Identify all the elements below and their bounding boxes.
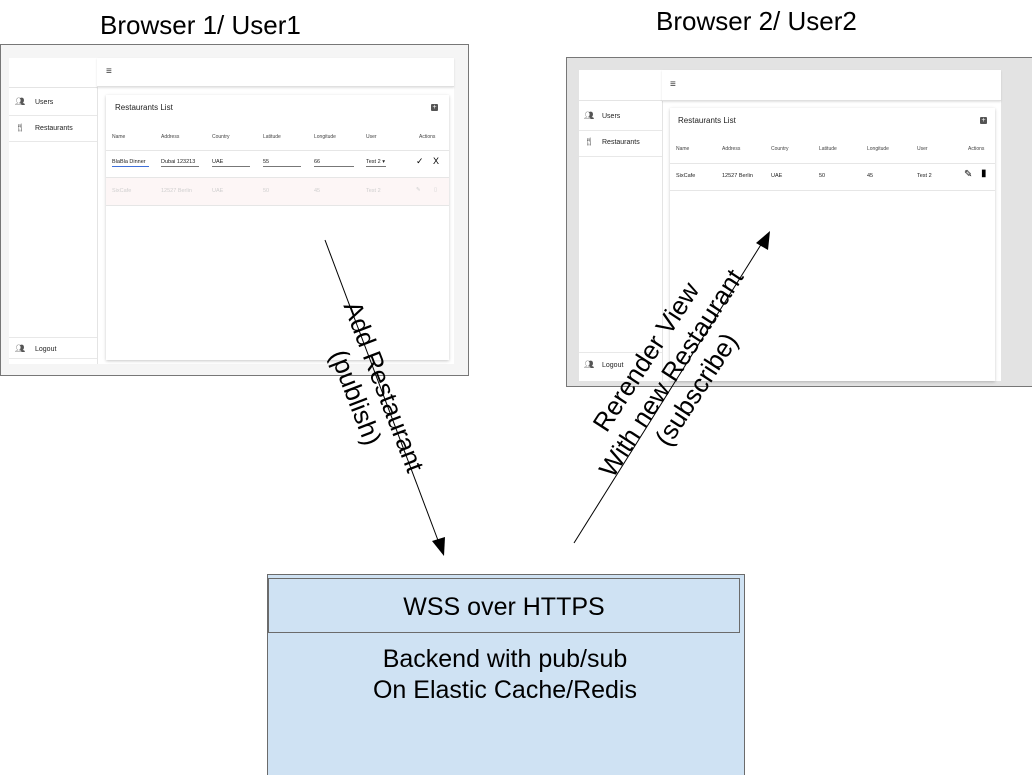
sidebar-item-users[interactable]: 👥︎ Users xyxy=(9,95,97,116)
header-divider xyxy=(106,150,449,151)
faded-table-row: SixCafe 12527 Berlin UAE 50 45 Test 2 ✎ … xyxy=(106,178,449,205)
row-divider xyxy=(106,177,449,178)
cell-address: 12527 Berlin xyxy=(722,173,753,179)
col-header-actions: Actions xyxy=(968,146,985,152)
col-header-actions: Actions xyxy=(419,134,436,140)
subscribe-arrow-line xyxy=(573,242,763,544)
card-title: Restaurants List xyxy=(115,103,173,112)
confirm-check-icon[interactable]: ✓ xyxy=(416,156,424,166)
subscribe-arrowhead xyxy=(756,231,770,250)
logout-icon: 👥︎ xyxy=(15,344,26,353)
cell-latitude: 50 xyxy=(263,188,270,194)
wss-label: WSS over HTTPS xyxy=(403,593,605,621)
hamburger-icon[interactable]: ≡ xyxy=(670,79,676,90)
restaurant-icon: 🍴︎ xyxy=(584,137,595,146)
publish-arrow xyxy=(324,239,445,556)
col-header-longitude: Longitude xyxy=(867,146,889,152)
backend-label-line2: On Elastic Cache/Redis xyxy=(372,676,637,704)
hamburger-icon[interactable]: ≡ xyxy=(106,66,112,77)
cell-name: SixCafe xyxy=(112,188,132,194)
edit-icon[interactable]: ✎ xyxy=(964,169,973,180)
browser2-title: Browser 2/ User2 xyxy=(656,6,857,36)
browser1-sidebar: 👥︎ Users 🍴︎ Restaurants 👥︎ Logout xyxy=(9,58,98,364)
sidebar-item-users-label: Users xyxy=(35,99,54,106)
dropdown-arrow-icon: ▾ xyxy=(382,159,385,165)
cell-longitude: 45 xyxy=(867,173,874,179)
cell-country: UAE xyxy=(212,188,224,194)
row-divider xyxy=(106,205,449,206)
sidebar-header xyxy=(9,58,97,88)
users-icon: 👥︎ xyxy=(15,97,26,106)
users-icon: 👥︎ xyxy=(584,111,595,120)
sidebar-item-users-label: Users xyxy=(602,113,621,120)
restaurant-icon: 🍴︎ xyxy=(15,123,26,132)
cell-latitude: 50 xyxy=(819,173,826,179)
sidebar-item-logout-label: Logout xyxy=(602,362,624,369)
country-input[interactable]: UAE xyxy=(212,159,250,167)
card-title: Restaurants List xyxy=(678,116,736,125)
cell-user: Test 2 xyxy=(366,188,381,194)
col-header-country: Country xyxy=(771,146,789,152)
col-header-user: User xyxy=(917,146,928,152)
logout-icon: 👥︎ xyxy=(584,360,595,369)
browser2-screenshot: 👥︎ Users 🍴︎ Restaurants 👥︎ Logout ≡ Rest… xyxy=(566,57,1032,387)
col-header-name: Name xyxy=(112,134,126,140)
browser1-topbar: ≡ xyxy=(97,58,454,87)
col-header-address: Address xyxy=(722,146,741,152)
sidebar-item-users[interactable]: 👥︎ Users xyxy=(579,108,662,131)
sidebar-item-restaurants-label: Restaurants xyxy=(602,139,640,146)
sidebar-item-restaurants[interactable]: 🍴︎ Restaurants xyxy=(9,121,97,142)
browser2-restaurants-card: Restaurants List + Name Address Country … xyxy=(670,108,995,381)
sidebar-item-restaurants[interactable]: 🍴︎ Restaurants xyxy=(579,134,662,157)
add-restaurant-button[interactable]: + xyxy=(980,117,987,124)
cancel-x-icon[interactable]: X xyxy=(433,156,440,166)
browser2-app: 👥︎ Users 🍴︎ Restaurants 👥︎ Logout ≡ Rest… xyxy=(579,70,1001,381)
browser2-sidebar: 👥︎ Users 🍴︎ Restaurants 👥︎ Logout xyxy=(579,70,663,381)
col-header-latitude: Latitude xyxy=(263,134,281,140)
backend-label-line1: Backend with pub/sub xyxy=(382,645,628,673)
col-header-longitude: Longitude xyxy=(314,134,336,140)
header-divider xyxy=(670,163,995,164)
publish-arrow-line xyxy=(324,239,440,544)
sidebar-item-logout[interactable]: 👥︎ Logout xyxy=(9,337,97,359)
name-input[interactable]: BlaBla Dinner xyxy=(112,159,149,167)
col-header-address: Address xyxy=(161,134,180,140)
cell-country: UAE xyxy=(771,173,783,179)
publish-arrowhead xyxy=(432,537,445,556)
browser1-title: Browser 1/ User1 xyxy=(100,10,301,40)
browser2-topbar: ≡ xyxy=(662,70,1001,101)
cell-address: 12527 Berlin xyxy=(161,188,192,194)
sidebar-item-logout[interactable]: 👥︎ Logout xyxy=(579,352,662,377)
col-header-latitude: Latitude xyxy=(819,146,837,152)
browser1-screenshot: 👥︎ Users 🍴︎ Restaurants 👥︎ Logout ≡ Rest… xyxy=(0,44,469,376)
cell-name: SixCafe xyxy=(676,173,696,179)
sidebar-item-logout-label: Logout xyxy=(35,346,57,353)
sidebar-item-restaurants-label: Restaurants xyxy=(35,125,73,132)
user-select-value: Test 2 xyxy=(366,159,381,165)
subscribe-arrow xyxy=(573,231,770,544)
longitude-input[interactable]: 66 xyxy=(314,159,354,167)
table-row: SixCafe 12527 Berlin UAE 50 45 Test 2 ✎ … xyxy=(670,164,995,190)
edit-icon: ✎ xyxy=(416,187,421,193)
browser1-app: 👥︎ Users 🍴︎ Restaurants 👥︎ Logout ≡ Rest… xyxy=(9,58,454,364)
col-header-country: Country xyxy=(212,134,230,140)
col-header-name: Name xyxy=(676,146,690,152)
browser1-restaurants-card: Restaurants List + Name Address Country … xyxy=(106,95,449,360)
sidebar-header xyxy=(579,70,662,101)
latitude-input[interactable]: 55 xyxy=(263,159,301,167)
delete-icon: ▯ xyxy=(434,187,438,193)
cell-longitude: 45 xyxy=(314,188,321,194)
row-divider xyxy=(670,190,995,191)
address-input[interactable]: Dubai 123213 xyxy=(161,159,199,167)
col-header-user: User xyxy=(366,134,377,140)
add-restaurant-button[interactable]: + xyxy=(431,104,438,111)
cell-user: Test 2 xyxy=(917,173,932,179)
delete-icon[interactable]: ▮ xyxy=(981,168,987,179)
wss-box: WSS over HTTPS xyxy=(268,578,740,633)
user-select[interactable]: Test 2 ▾ xyxy=(366,159,386,167)
